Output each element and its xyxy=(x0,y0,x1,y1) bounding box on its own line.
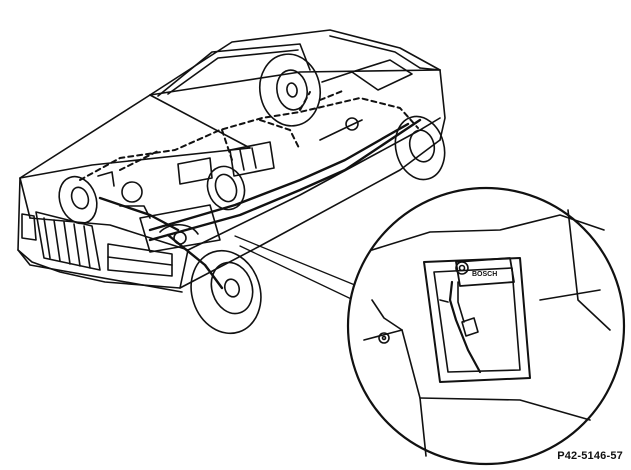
brake-booster xyxy=(206,165,246,211)
brake-lines xyxy=(98,118,422,290)
sensor-cables-dashed xyxy=(79,89,419,181)
abs-control-module xyxy=(455,257,515,287)
detail-magnifier xyxy=(346,186,626,466)
wheel-front-right xyxy=(58,175,98,225)
figure-code: P42-5146-57 xyxy=(557,450,623,462)
component-label: BOSCH xyxy=(472,271,497,278)
rear-axle-sensor xyxy=(319,117,363,141)
wheel-rear-right xyxy=(259,53,321,127)
engine-components xyxy=(97,171,151,219)
hydraulic-unit xyxy=(139,204,221,253)
control-unit xyxy=(229,141,275,177)
callout-lines xyxy=(234,235,373,307)
wheel-rear-left xyxy=(394,115,446,181)
wheel-front-left xyxy=(190,249,262,335)
battery xyxy=(177,157,213,185)
